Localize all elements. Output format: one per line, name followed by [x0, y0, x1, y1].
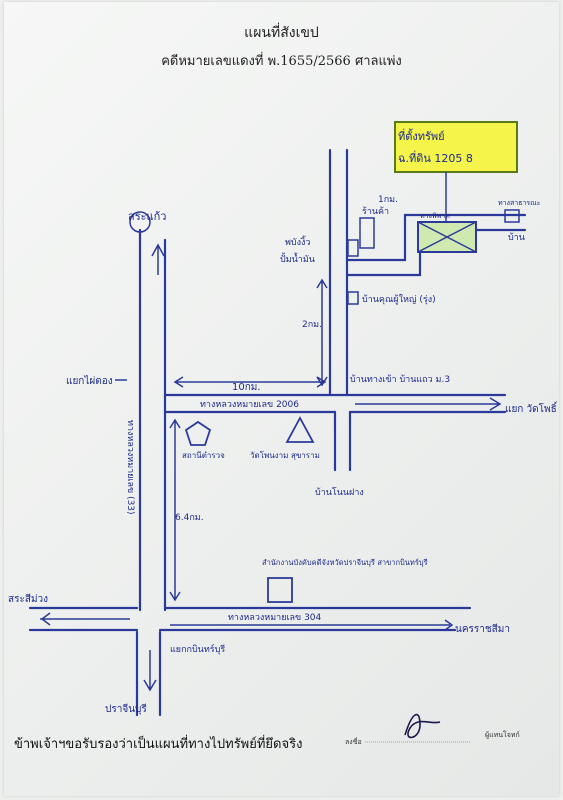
- distance-10km: 10กม.: [232, 382, 261, 393]
- property-label-1: ที่ตั้งทรัพย์: [398, 128, 445, 143]
- property-highlight-box: [394, 121, 518, 173]
- kabin-junction-label: แยกกบินทร์บุรี: [170, 643, 225, 655]
- arrow-west-304: [40, 612, 130, 626]
- arrow-north: [151, 243, 165, 275]
- arrow-south: [143, 650, 157, 692]
- pump-box: [347, 239, 359, 257]
- road-east-top: [345, 213, 527, 262]
- arrow-east-2006: [355, 397, 502, 411]
- village-label: บ้านทางเข้า บ้านแถว ม.3: [350, 374, 450, 385]
- police-label: สถานีตำรวจ: [182, 451, 225, 460]
- home-label: บ้านคุณผู้ใหญ่ (รุ่ง): [362, 294, 436, 305]
- case-number: คดีหมายเลขแดงที่ พ.1655/2566 ศาลแพ่ง: [161, 54, 402, 69]
- shop-label: ร้านค้า: [362, 206, 389, 217]
- junction-right-label: แยก วัดโพธิ์: [505, 401, 558, 415]
- office-label: สำนักงานบังคับคดีจังหวัดปราจีนบุรี สาขาก…: [262, 558, 428, 567]
- temple-icon: [285, 416, 315, 443]
- arrow-left-10km: [173, 376, 327, 388]
- arrow-west-304b: [170, 619, 454, 631]
- highway-2006-label: ทางหลวงหมายเลข 2006: [200, 400, 299, 410]
- distance-6km: 6.4กม.: [175, 513, 204, 523]
- highway-33-label: ทางหลวงหมายเลข (33): [125, 420, 135, 515]
- distance-2km: 2กม.: [302, 320, 322, 330]
- nakhon-label: นครราชสีมา: [455, 623, 510, 635]
- arrow-2km: [316, 278, 328, 387]
- property-lot-cross: [417, 221, 477, 253]
- police-icon: [184, 420, 212, 446]
- sign-label: ลงชื่อ: [345, 738, 362, 746]
- temple-label: วัดโพนงาม สุขาราม: [250, 450, 320, 460]
- signature: [404, 713, 441, 739]
- role-label: ผู้แทนโจทก์: [485, 731, 520, 739]
- distance-1km: 1กม.: [378, 195, 398, 205]
- sa-kaeo-circle: [129, 211, 151, 233]
- bang-pho-label: บ้านโนนฝาง: [315, 487, 364, 498]
- house-label: บ้าน: [508, 232, 525, 243]
- prachinburi-label: ปราจีนบุรี: [105, 703, 147, 715]
- house-box: [504, 209, 520, 223]
- right-road-label: ทางสาธารณะ: [498, 199, 541, 207]
- certification-text: ข้าพเจ้าฯขอรับรองว่าเป็นแผนที่ทางไปทรัพย…: [14, 737, 303, 752]
- page-title: แผนที่สังเขป: [244, 25, 319, 41]
- pha-thai-label: แยกไผ่ตอง: [66, 375, 113, 387]
- arrow-6km: [169, 418, 181, 602]
- office-box: [267, 577, 293, 603]
- lot-label: ทางพิพาท: [420, 212, 450, 220]
- sa-kaeo-label: สระแก้ว: [128, 210, 166, 223]
- home-box: [347, 291, 359, 305]
- property-label-2: ฉ.ที่ดิน 1205 8: [398, 150, 473, 165]
- shop-box: [359, 217, 375, 249]
- pump-label-1: พบังงิ้ว: [285, 235, 311, 248]
- highway-304-label: ทางหลวงหมายเลข 304: [228, 613, 322, 623]
- pump-label-2: ปั้มน้ำมัน: [280, 252, 315, 265]
- sra-khiao-label: สระสีม่วง: [8, 593, 48, 605]
